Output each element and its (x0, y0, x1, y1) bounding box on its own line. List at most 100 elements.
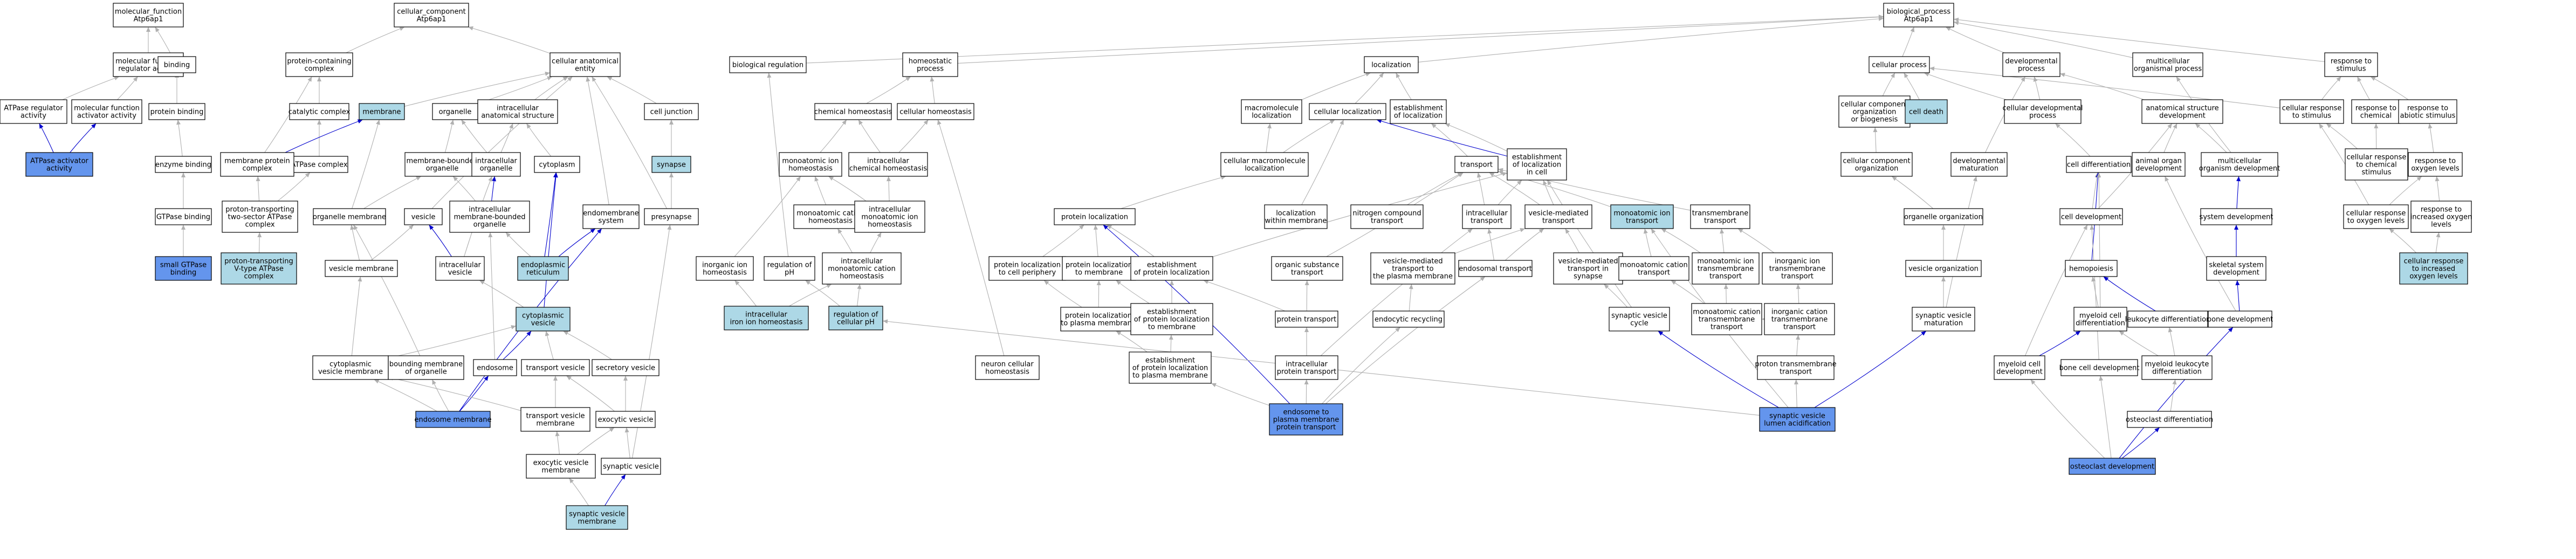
arrowhead-protloccellper-to-protloc (1079, 225, 1084, 230)
node-label-line: protein transport (1277, 316, 1336, 324)
arrowhead-respchem-to-respstim (2357, 77, 2362, 82)
edge-icchemhom-to-cellhom (898, 119, 929, 153)
node-label-line: response to (2415, 157, 2456, 165)
node-box (1904, 208, 1983, 225)
node-label-line: response to (2407, 105, 2448, 113)
node-box (1275, 355, 1338, 380)
arrowhead-prottrans-to-orgsubtrans (1304, 280, 1309, 286)
arrowhead-organelle-to-cae (547, 76, 553, 81)
arrowhead-bonedev-to-skeletal (2235, 280, 2240, 286)
node-label-line: presynapse (651, 213, 691, 222)
arrowhead-osteodev-to-osteodiff (2154, 427, 2160, 433)
arrowhead-cellrespstim-to-cellproc (1929, 66, 1935, 71)
edge-osteodev-to-osteodiff (2121, 427, 2160, 459)
node-label-line: organism development (2199, 165, 2280, 173)
node-label-line: protein localization (1061, 213, 1128, 222)
arrowhead-atpact-to-mfact (91, 123, 97, 129)
node-label-line: osteoclast differentiation (2126, 416, 2213, 424)
node-box (822, 252, 902, 285)
node-label-line: to chemical (2356, 161, 2397, 169)
node-box (113, 3, 184, 27)
node-label: binding (164, 61, 190, 70)
node-box (2004, 99, 2082, 124)
node-box (2410, 201, 2472, 233)
edge-cytvesmem-to-cytves (388, 326, 517, 358)
node-label-line: lumen acidification (1764, 420, 1831, 428)
node-label-line: development (1996, 368, 2043, 376)
node-label-line: molecular_function (115, 8, 182, 16)
node-label-line: protein localization (1066, 261, 1132, 270)
node-label-line: transport (1780, 368, 1812, 376)
node-label-line: transmembrane (1699, 316, 1755, 324)
node-box (902, 52, 958, 77)
node-label-line: cellular response (2404, 258, 2464, 266)
go-term-node-cellproc: cellular process (1869, 56, 1930, 73)
arrowhead-endotopm-to-icprottrans (1304, 379, 1309, 385)
node-box (651, 156, 691, 173)
arrowhead-macroloc-to-local (1365, 72, 1371, 77)
node-label-line: organelle (480, 165, 513, 173)
arrowhead-vesmedtrans-to-estloccell (1543, 180, 1547, 185)
node-box (517, 256, 569, 281)
arrowhead-catcomp-to-pcc (317, 77, 321, 81)
edge-endomem-to-cae (587, 76, 609, 205)
arrowhead-leukdiff-to-hemo (2103, 277, 2109, 281)
node-label-line: regulation of (834, 311, 878, 319)
node-label-line: localization (1252, 112, 1292, 120)
node-label-line: increased oxygen (2410, 213, 2472, 222)
node-label-line: cellular response (2347, 154, 2407, 162)
node-label-line: intracellular (1286, 361, 1328, 369)
node-box (854, 201, 925, 233)
node-box (477, 99, 558, 124)
arrowhead-cco-to-ccob (1873, 127, 1878, 133)
node-label-line: monoatomic cation (1620, 261, 1687, 270)
node-label-line: cellular pH (837, 319, 875, 327)
node-box (592, 359, 660, 376)
arrowhead-myelleuk-to-leukdiff (2168, 327, 2173, 333)
node-label-line: establishment (1147, 261, 1197, 270)
edge-icprottrans-to-ictrans (1320, 228, 1473, 356)
node-label-line: reticulum (526, 269, 560, 277)
arrowhead-cytvesmem-to-cytves (511, 325, 516, 329)
node-label: organelle membrane (313, 213, 386, 222)
arrowhead-estprotlocmem-to-protlocmem (1116, 280, 1122, 285)
go-term-node-enzbind: enzyme binding (155, 156, 212, 173)
edge-tvm-to-cytvesmem (388, 377, 521, 411)
node-label-line: multicellular (2218, 157, 2262, 165)
arrowhead-chemhom-to-homproc (905, 77, 911, 81)
arrowhead-celljunc-to-cae (607, 77, 613, 81)
arrowhead-vesorg-to-orgorg (1941, 225, 1946, 230)
node-box (729, 56, 807, 73)
edge-enzbind-to-protbind (177, 119, 183, 157)
edge-boundmem-to-orgmem (353, 224, 421, 356)
arrowhead-presyn-to-synapse (669, 172, 674, 177)
arrowhead-cellrespinc-to-cellrespoxy (2389, 229, 2395, 233)
node-box (473, 359, 517, 376)
edge-cellrespstim-to-cellproc (1929, 67, 2280, 108)
node-label-line: Atp6ap1 (1904, 16, 1934, 24)
